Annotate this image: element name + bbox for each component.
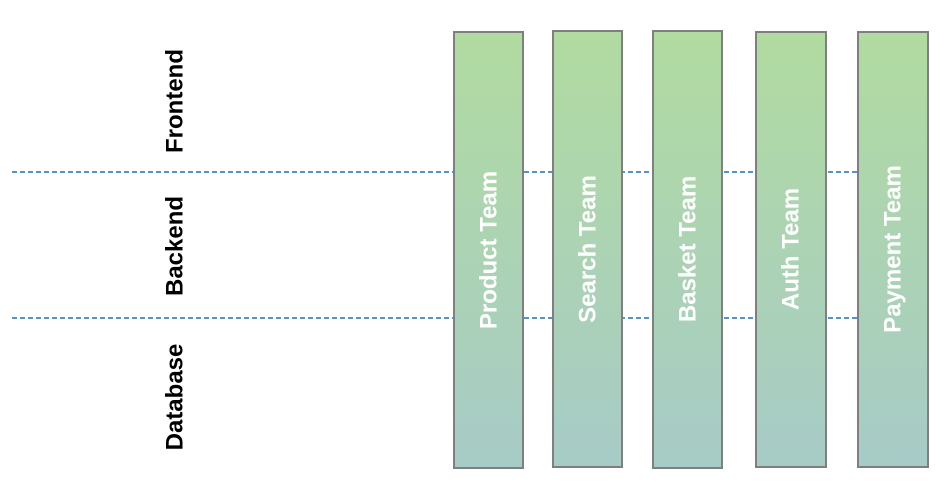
- team-label-basket: Basket Team: [675, 176, 702, 322]
- team-column-auth: Auth Team: [755, 31, 827, 468]
- team-column-basket: Basket Team: [652, 30, 723, 469]
- layer-labels: Frontend Backend Database: [162, 49, 189, 450]
- team-box-payment: [857, 31, 929, 468]
- layer-label-backend: Backend: [162, 196, 189, 296]
- team-box-basket: [652, 30, 723, 469]
- team-box-auth: [755, 31, 827, 468]
- team-label-payment: Payment Team: [880, 165, 907, 333]
- team-label-product: Product Team: [476, 171, 503, 329]
- team-column-payment: Payment Team: [857, 31, 929, 468]
- layer-label-frontend: Frontend: [162, 49, 189, 153]
- team-column-product: Product Team: [453, 31, 524, 469]
- team-box-product: [453, 31, 524, 469]
- team-label-search: Search Team: [575, 175, 602, 323]
- team-label-auth: Auth Team: [778, 188, 805, 310]
- layer-label-database: Database: [162, 344, 189, 451]
- team-column-search: Search Team: [552, 30, 623, 468]
- team-box-search: [552, 30, 623, 468]
